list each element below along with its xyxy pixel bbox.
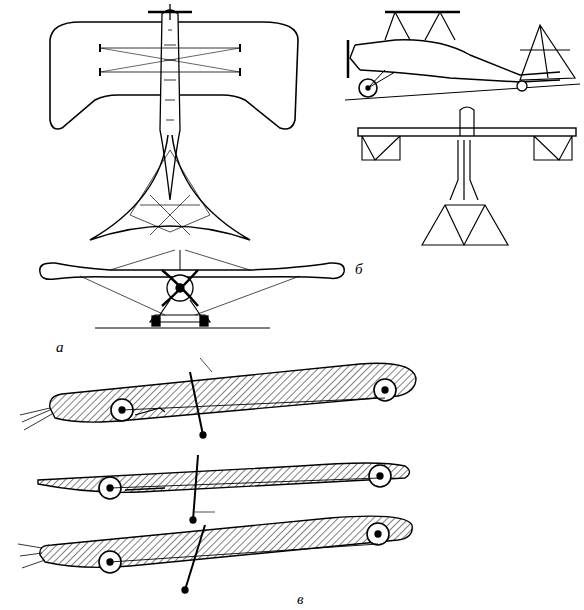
front-view-b <box>358 107 576 245</box>
front-view <box>40 250 344 328</box>
figure-letter: а <box>55 340 65 355</box>
figure-letter: в <box>296 592 305 607</box>
wing-sections <box>18 358 416 593</box>
figure-letter: б <box>354 262 364 277</box>
side-view <box>345 12 580 100</box>
top-view <box>50 4 298 240</box>
